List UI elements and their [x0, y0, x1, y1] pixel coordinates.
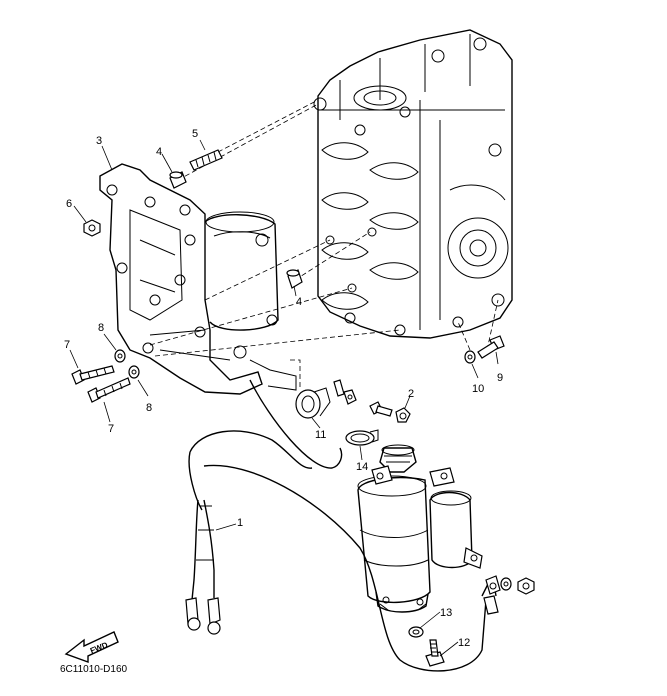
- collar-lower: [286, 269, 303, 289]
- washer-lower: [128, 365, 140, 379]
- leader-lines: [69, 139, 499, 657]
- starter-motor-bracket: [99, 163, 297, 395]
- callout-12: 12: [458, 637, 470, 649]
- drawing-code: 6C11010-D160: [60, 664, 128, 675]
- callout-11: 11: [315, 429, 326, 441]
- callout-10: 10: [472, 383, 484, 395]
- callout-4b: 4: [296, 296, 302, 308]
- washer-upper: [114, 349, 126, 363]
- bolt-lower: [87, 377, 131, 403]
- callout-2: 2: [408, 388, 414, 400]
- bolt-right: [477, 335, 505, 359]
- callout-7b: 7: [108, 423, 114, 435]
- starter-motor: [357, 444, 483, 613]
- callout-1: 1: [237, 517, 243, 529]
- bolt-12: [425, 639, 445, 667]
- terminal-washer: [500, 577, 512, 591]
- callout-6: 6: [66, 198, 72, 210]
- battery-cable: [185, 379, 501, 672]
- callout-7a: 7: [64, 339, 70, 351]
- washer-13: [408, 626, 424, 638]
- callout-8a: 8: [98, 322, 104, 334]
- callout-13: 13: [440, 607, 452, 619]
- callout-labels: 3 5 4 6 4 7 8 8 7 9 10 2 11 14 1 13 12: [64, 128, 503, 649]
- engine-block: [313, 29, 513, 339]
- bolt-and-nut: [369, 401, 411, 423]
- alignment-lines: [149, 99, 499, 388]
- callout-5: 5: [192, 128, 198, 140]
- nut: [83, 219, 101, 237]
- bolt-upper: [71, 365, 115, 385]
- cable-connector: [333, 379, 357, 405]
- forward-direction-arrow: FWD: [64, 631, 119, 663]
- stud-bolt: [189, 149, 223, 171]
- callout-9: 9: [497, 372, 503, 384]
- callout-8b: 8: [146, 402, 152, 414]
- grommet: [295, 387, 331, 419]
- washer-right: [464, 350, 476, 364]
- collar-top: [169, 171, 187, 189]
- cable-clamp: [345, 429, 379, 446]
- callout-3: 3: [96, 135, 102, 147]
- callout-4a: 4: [156, 146, 162, 158]
- callout-14: 14: [356, 461, 368, 473]
- terminal-nut: [517, 577, 535, 595]
